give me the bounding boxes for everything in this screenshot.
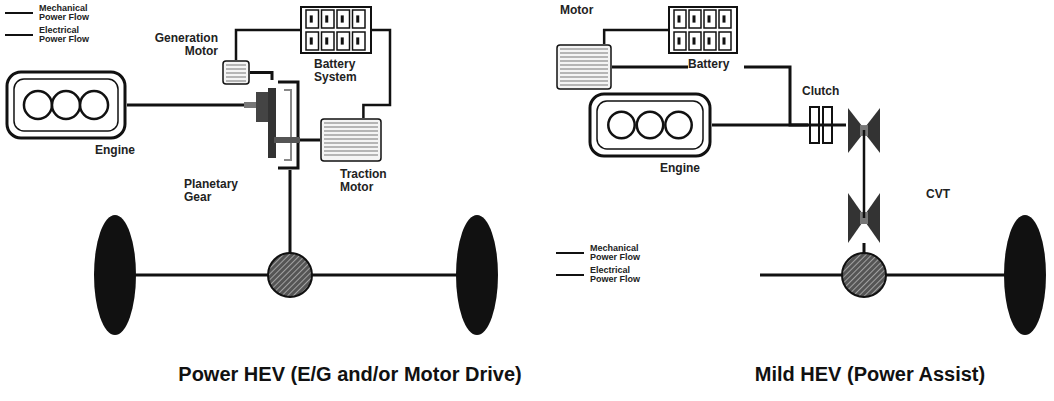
legend-text: Electrical Power Flow: [590, 266, 642, 284]
wheel: [456, 215, 498, 335]
engine-block: Engine: [588, 92, 712, 158]
cvt-pulleys: CVT: [846, 108, 882, 243]
differential: [268, 253, 312, 297]
wheel: [94, 215, 136, 335]
planetary-gear: Planetary Gear: [244, 80, 300, 170]
part-label: Traction Motor: [340, 168, 396, 194]
part-label: CVT: [926, 188, 966, 201]
power-flow-line: [250, 73, 272, 81]
traction-motor-shape: [320, 118, 382, 162]
drive-shaft: [863, 243, 866, 253]
generation-motor-shape: [222, 60, 250, 85]
assist-motor-shape: [556, 44, 612, 90]
assist-motor: Motor: [556, 44, 612, 90]
traction-motor: Traction Motor: [320, 118, 382, 162]
legend-entry: Mechanical Power Flow: [5, 4, 91, 22]
clutch-shape: [808, 105, 834, 145]
power-flow-line: [604, 30, 668, 44]
part-label: Engine: [95, 144, 155, 157]
part-label: Motor: [560, 4, 604, 17]
legend-line-sample: [556, 252, 584, 254]
legend-text: Mechanical Power Flow: [590, 244, 642, 262]
power-flow-line: [127, 105, 244, 106]
battery-pack: Battery: [668, 6, 738, 54]
differential: [842, 253, 886, 297]
part-label: Planetary Gear: [184, 178, 250, 204]
legend-entry: Electrical Power Flow: [556, 266, 642, 284]
figure-caption: Mild HEV (Power Assist): [700, 362, 1040, 386]
figure-caption: Power HEV (E/G and/or Motor Drive): [50, 362, 650, 386]
cvt-pulleys-shape: [846, 108, 882, 243]
part-label: Engine: [660, 162, 720, 175]
planetary-gear-shape: [244, 80, 300, 170]
wheel: [1004, 215, 1046, 335]
generation-motor: Generation Motor: [222, 60, 250, 85]
engine-block-shape: [588, 92, 712, 158]
power-flow-line: [300, 140, 320, 141]
legend-entry: Mechanical Power Flow: [556, 244, 642, 262]
battery-pack-shape: [300, 6, 372, 54]
legend-line-sample: [5, 12, 33, 14]
part-label: Generation Motor: [152, 32, 218, 58]
legend-line-sample: [5, 34, 33, 36]
power-flow-line: [712, 125, 808, 126]
legend-entry: Electrical Power Flow: [5, 26, 91, 44]
clutch: Clutch: [808, 105, 834, 145]
drive-shaft: [289, 170, 292, 253]
legend-text: Electrical Power Flow: [39, 26, 91, 44]
power-flow-line: [834, 125, 846, 126]
battery-pack: Battery System: [300, 6, 372, 54]
legend-line-sample: [556, 274, 584, 276]
legend-text: Mechanical Power Flow: [39, 4, 91, 22]
battery-pack-shape: [668, 6, 738, 54]
engine-block-shape: [5, 70, 127, 140]
part-label: Battery System: [314, 58, 376, 84]
part-label: Battery: [688, 58, 744, 71]
power-flow-line: [236, 30, 300, 60]
part-label: Clutch: [802, 85, 850, 98]
engine-block: Engine: [5, 70, 127, 140]
